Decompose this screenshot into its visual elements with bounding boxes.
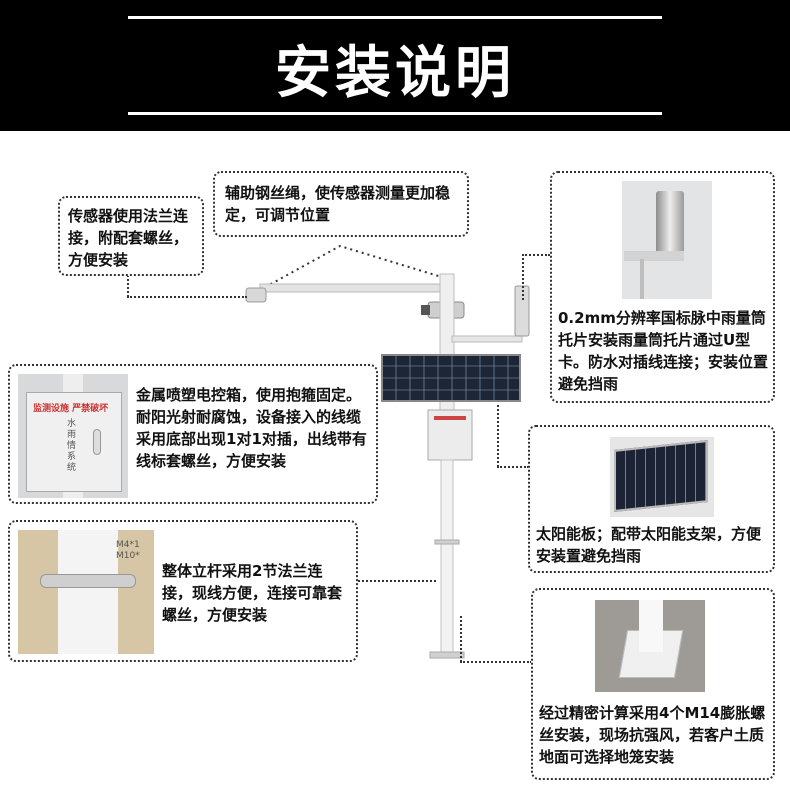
base-photo xyxy=(595,600,705,692)
connector-rain-h xyxy=(522,254,550,256)
callout-solar-text: 太阳能板；配带太阳能支架，方便安装置避免挡雨 xyxy=(536,525,762,565)
connector-pole-h xyxy=(358,580,436,582)
callout-solar-panel: 太阳能板；配带太阳能支架，方便安装置避免挡雨 xyxy=(528,425,775,573)
pole-flange-plate xyxy=(40,574,136,588)
camera-lens xyxy=(421,305,430,315)
control-box-photo: 监测设施 严禁破坏 水雨情系统 xyxy=(18,374,128,498)
connector-base-h xyxy=(460,661,532,663)
callout-rain-gauge: 0.2mm分辨率国标脉中雨量筒托片安装雨量筒托片通过U型卡。防水对插线连接；安装… xyxy=(550,171,775,403)
callout-box-text: 金属喷塑电控箱，使用抱箍固定。耐阳光射耐腐蚀，设备接入的线缆采用底部出现1对1对… xyxy=(136,386,367,470)
control-box-label: 水雨情系统 xyxy=(67,419,77,473)
connector-base-v xyxy=(460,616,462,662)
callout-flange-text: 传感器使用法兰连接，附配套螺丝，方便安装 xyxy=(68,207,189,269)
callout-base-text: 经过精密计算采用4个M14膨胀螺丝安装，现场抗强风，若客户土质地面可选择地笼安装 xyxy=(539,704,766,766)
pole-label-1: M4*1 xyxy=(116,540,140,550)
connector-rain-v xyxy=(522,254,524,300)
control-box-handle xyxy=(93,429,101,455)
header-banner: 安装说明 xyxy=(0,0,790,131)
connector-solar-h xyxy=(497,466,529,468)
rain-gauge-photo xyxy=(622,181,712,299)
connector-solar-v xyxy=(497,405,499,467)
solar-panel-photo xyxy=(610,437,714,517)
callout-wire-text: 辅助钢丝绳，使传感器测量更加稳定，可调节位置 xyxy=(225,184,451,224)
pole-label-2: M10* xyxy=(116,551,140,561)
callout-base: 经过精密计算采用4个M14膨胀螺丝安装，现场抗强风，若客户土质地面可选择地笼安装 xyxy=(531,588,775,780)
header-rule-top xyxy=(128,16,662,19)
control-box-body: 监测设施 严禁破坏 水雨情系统 xyxy=(26,392,122,492)
pole-base xyxy=(429,651,465,659)
control-box-warning: 监测设施 严禁破坏 xyxy=(33,404,109,414)
header-rule-bottom xyxy=(128,112,662,115)
callout-wire-rope: 辅助钢丝绳，使传感器测量更加稳定，可调节位置 xyxy=(213,171,469,237)
pole-flange xyxy=(434,539,460,545)
callout-flange-sensor: 传感器使用法兰连接，附配套螺丝，方便安装 xyxy=(58,196,204,276)
callout-rain-text: 0.2mm分辨率国标脉中雨量筒托片安装雨量筒托片通过U型卡。防水对插线连接；安装… xyxy=(558,309,769,393)
connector-flange-v xyxy=(127,275,129,297)
weather-station-illustration xyxy=(245,244,530,659)
callout-pole-text: 整体立杆采用2节法兰连接，现线方便，连接可靠套螺丝，方便安装 xyxy=(162,562,343,624)
callout-control-box: 监测设施 严禁破坏 水雨情系统 金属喷塑电控箱，使用抱箍固定。耐阳光射耐腐蚀，设… xyxy=(8,364,378,504)
crossarm xyxy=(259,283,446,293)
rain-gauge-cylinder xyxy=(656,191,684,253)
pole-flange-tube xyxy=(58,530,118,654)
flange-sensor xyxy=(245,287,267,303)
rain-gauge-bracket xyxy=(624,251,684,261)
solar-panel xyxy=(381,354,521,402)
wire-rope-line xyxy=(259,244,446,291)
connector-flange-h xyxy=(127,296,247,298)
page-title: 安装说明 xyxy=(275,41,515,106)
solar-panel-cells xyxy=(614,440,708,512)
rain-gauge-post xyxy=(640,259,644,299)
base-pole xyxy=(639,600,663,652)
gauge-arm xyxy=(451,335,523,343)
lower-pole xyxy=(440,459,454,656)
control-box-stripe xyxy=(434,416,466,420)
